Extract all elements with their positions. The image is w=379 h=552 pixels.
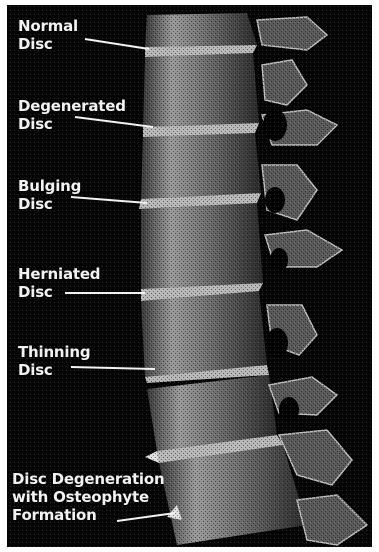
label-osteophyte-disc: Disc Degenerationwith OsteophyteFormatio… xyxy=(12,470,164,524)
label-bulging-disc: BulgingDisc xyxy=(18,177,81,213)
label-normal-disc: NormalDisc xyxy=(18,17,78,53)
spine-image-panel: NormalDisc DegeneratedDisc BulgingDisc H… xyxy=(7,5,372,547)
label-thinning-disc: ThinningDisc xyxy=(18,343,90,379)
label-degenerated-disc: DegeneratedDisc xyxy=(18,97,126,133)
label-herniated-disc: HerniatedDisc xyxy=(18,265,100,301)
